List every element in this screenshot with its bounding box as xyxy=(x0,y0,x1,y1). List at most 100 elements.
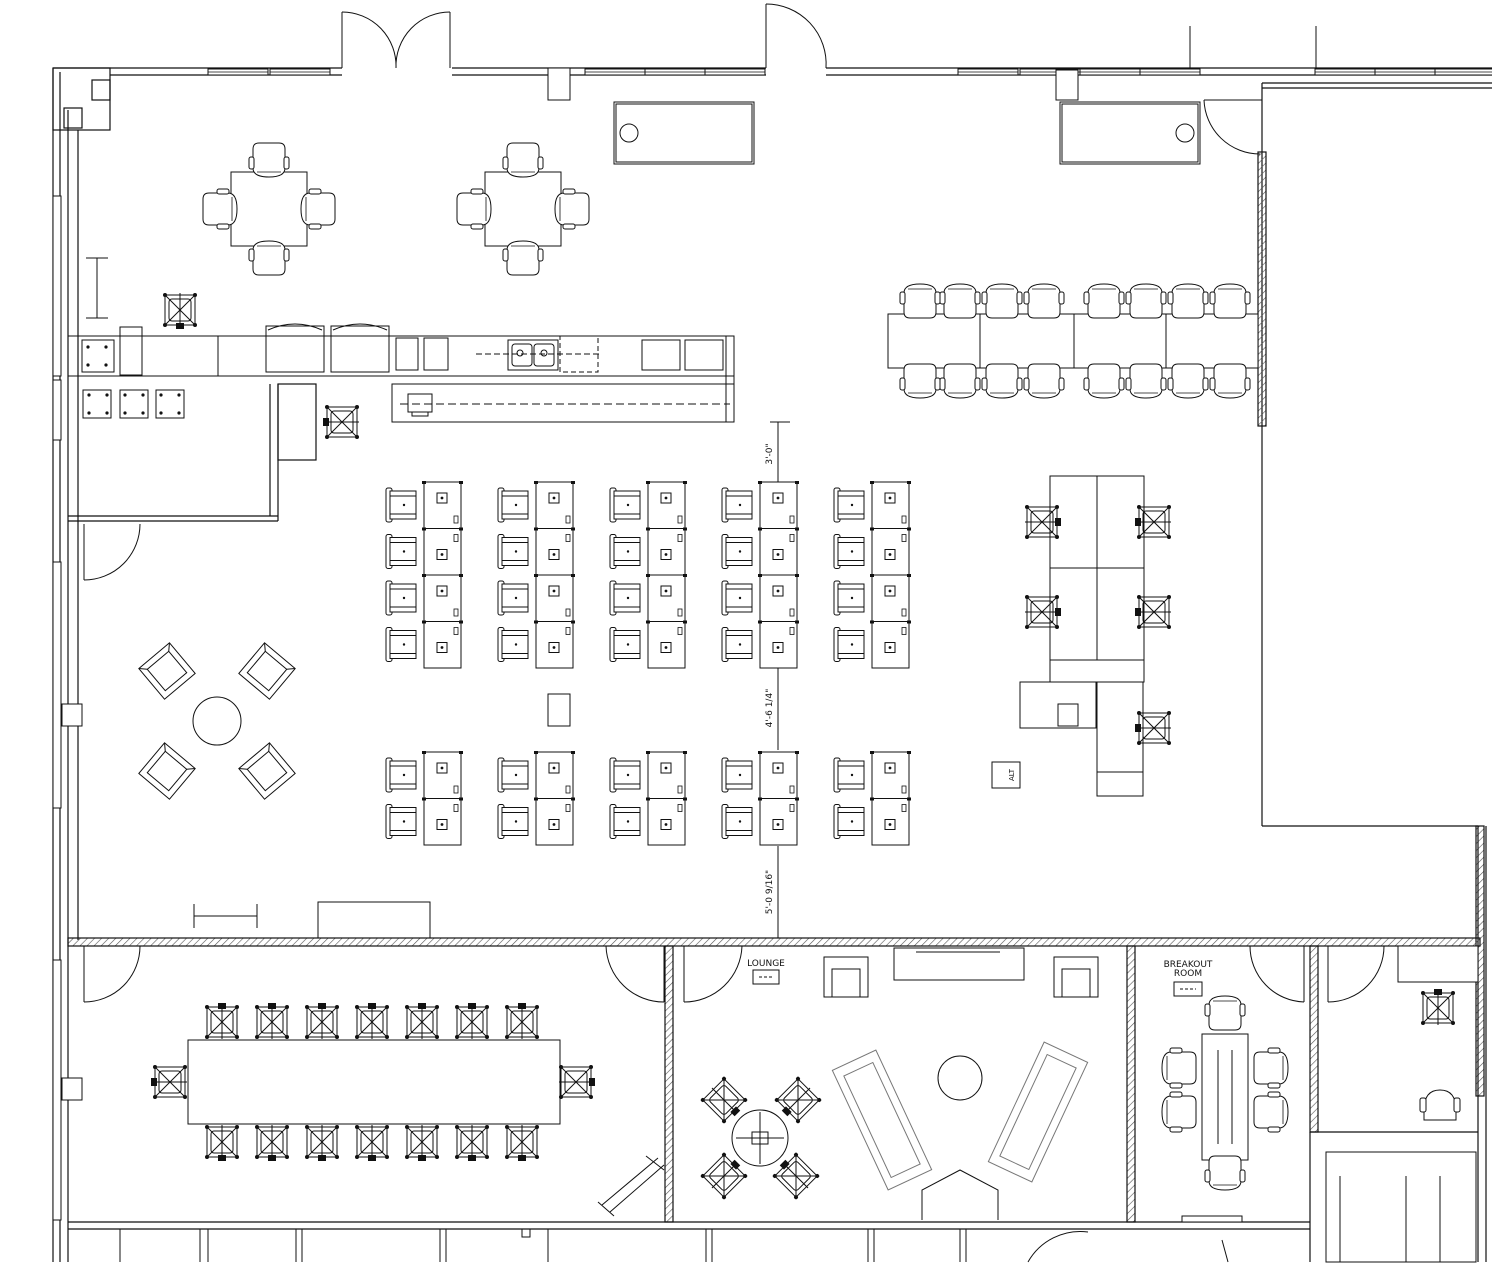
desk-clip xyxy=(795,751,799,754)
desk-clip xyxy=(870,797,874,801)
desk-clip xyxy=(907,620,911,624)
table-chair xyxy=(1023,283,1065,319)
training-chair xyxy=(497,757,529,793)
training-chair xyxy=(721,627,753,662)
desk-clip xyxy=(571,527,575,531)
stool-leg xyxy=(141,393,145,397)
desk-clip xyxy=(907,481,911,484)
desk-clip xyxy=(870,574,874,577)
cafe-chair xyxy=(248,142,290,178)
desk-grommet-dot xyxy=(888,496,892,500)
desk-clip xyxy=(795,574,799,577)
breakout-chair xyxy=(1204,995,1246,1031)
training-desks xyxy=(422,481,911,846)
cafe-chair xyxy=(502,240,544,276)
desk-grommet-dot xyxy=(888,646,892,649)
desk-clip xyxy=(571,620,575,624)
table-chair xyxy=(1167,363,1209,399)
desk-power xyxy=(565,608,571,617)
office-chair xyxy=(322,404,360,440)
conference-chair xyxy=(558,1064,596,1100)
training-table xyxy=(887,313,1259,369)
breakout-room xyxy=(1173,981,1249,1223)
table-chair xyxy=(1083,283,1125,319)
lounge-chair xyxy=(699,1150,750,1201)
table-chair xyxy=(1023,363,1065,399)
table-chair xyxy=(1083,363,1125,399)
desk-clip xyxy=(422,797,426,801)
table-chair xyxy=(981,363,1023,399)
desk-clip xyxy=(758,481,762,484)
desk-clip xyxy=(422,527,426,531)
desk-clip xyxy=(459,481,463,484)
desk-grommet-dot xyxy=(552,646,556,649)
desk-clip xyxy=(646,574,650,577)
desk-clip xyxy=(683,620,687,624)
desk-clip xyxy=(758,527,762,531)
doors xyxy=(83,3,1385,1263)
lounge-chair xyxy=(699,1075,750,1126)
training-chair xyxy=(721,804,753,839)
desk-clip xyxy=(907,797,911,801)
desk-power xyxy=(565,534,571,542)
desk-power xyxy=(677,515,683,524)
desk-power xyxy=(789,627,795,635)
desk-clip xyxy=(534,481,538,484)
training-chair xyxy=(385,534,417,569)
cafe-chair xyxy=(300,188,336,230)
training-chair xyxy=(385,487,417,523)
desk-power xyxy=(789,608,795,617)
desk-power xyxy=(677,785,683,794)
desk-clip xyxy=(534,620,538,624)
desk-clip xyxy=(870,751,874,754)
desk-power xyxy=(453,515,459,524)
table-chair xyxy=(1125,363,1167,399)
desk-clip xyxy=(795,481,799,484)
stool-leg xyxy=(87,411,91,415)
desk-clip xyxy=(646,751,650,754)
stool-leg xyxy=(123,411,127,415)
stool-leg xyxy=(105,393,109,397)
table-chair xyxy=(1167,283,1209,319)
desk-power xyxy=(453,785,459,794)
desk-clip xyxy=(459,797,463,801)
desk-clip xyxy=(646,481,650,484)
desk-clip xyxy=(571,751,575,754)
training-chair xyxy=(385,804,417,839)
training-chair xyxy=(609,580,641,616)
desk-grommet-dot xyxy=(776,823,780,826)
dimension-lines xyxy=(770,421,790,938)
table-chair xyxy=(1209,283,1251,319)
training-chair xyxy=(609,757,641,793)
conference-chair xyxy=(254,1002,290,1040)
desk-clip xyxy=(907,751,911,754)
desk-clip xyxy=(534,797,538,801)
breakout-chair xyxy=(1161,1091,1197,1133)
desk-clip xyxy=(795,797,799,801)
stool-leg xyxy=(177,393,181,397)
desk-power xyxy=(789,534,795,542)
conference-chair xyxy=(454,1124,490,1162)
office-room xyxy=(1325,945,1479,1263)
stool-leg xyxy=(104,345,108,349)
desk-grommet-dot xyxy=(552,823,556,826)
training-chair xyxy=(385,627,417,662)
training-chair xyxy=(721,487,753,523)
desk-clip xyxy=(422,574,426,577)
training-chair xyxy=(833,487,865,523)
conference-chair xyxy=(354,1002,390,1040)
training-chair xyxy=(833,757,865,793)
desk-grommet-dot xyxy=(664,589,668,593)
training-chair xyxy=(497,534,529,569)
desk-grommet-dot xyxy=(776,589,780,593)
desk-clip xyxy=(459,574,463,577)
cafe-chair xyxy=(456,188,492,230)
desk-clip xyxy=(459,527,463,531)
conference-chair xyxy=(304,1002,340,1040)
desk-power xyxy=(453,608,459,617)
desk-grommet-dot xyxy=(440,589,444,593)
lounge-chair xyxy=(770,1150,821,1201)
conference-chair xyxy=(504,1002,540,1040)
desk-clip xyxy=(646,797,650,801)
